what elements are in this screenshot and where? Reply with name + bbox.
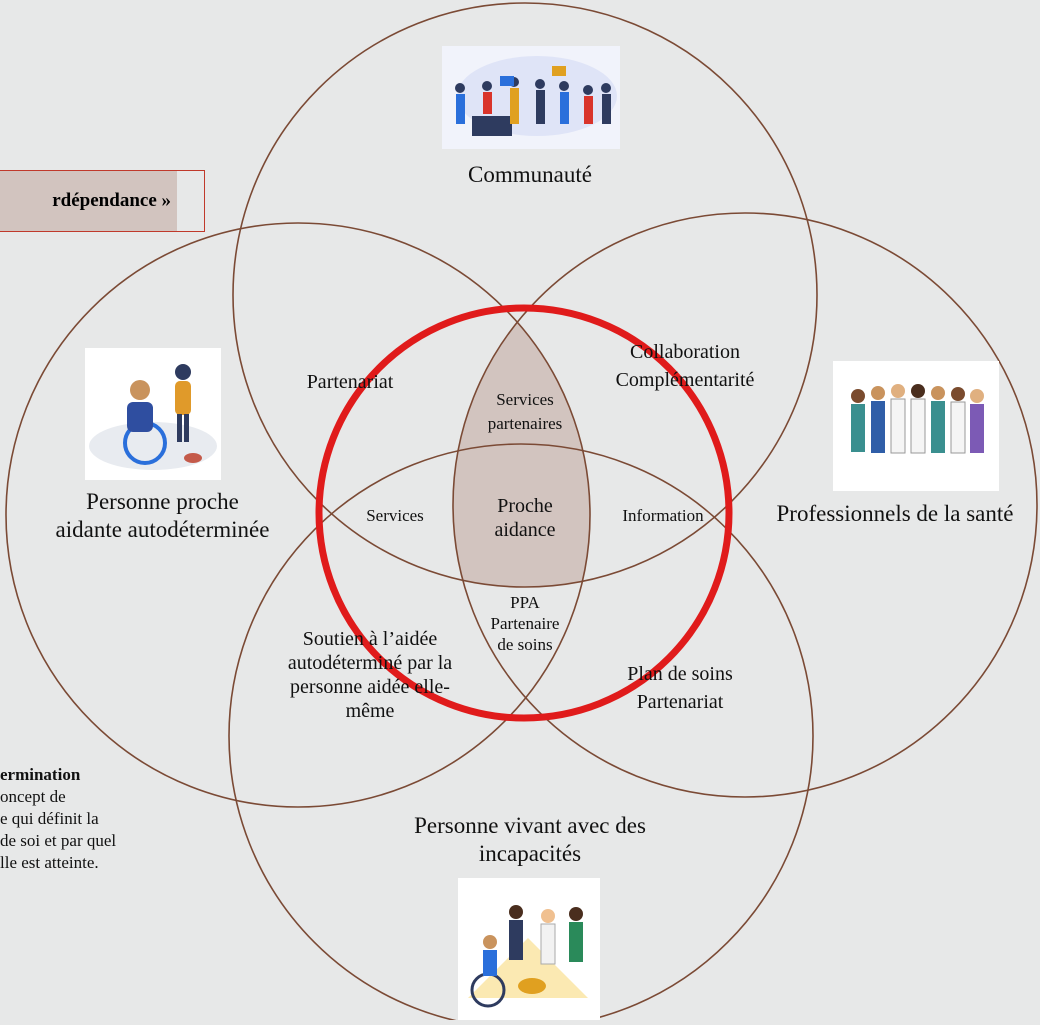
disabilities-label: Personne vivant avec des incapacités <box>414 813 646 866</box>
professionals-label: Professionnels de la santé <box>776 501 1014 526</box>
community-picture <box>442 46 620 149</box>
disabilities-circle <box>228 443 814 1020</box>
partenariat-top-left: Partenariat <box>306 371 394 393</box>
services-partenaires-line2: partenaires <box>487 414 563 433</box>
ppa-line1: PPA <box>510 593 540 612</box>
plan-de-soins-label: Plan de soins <box>627 663 733 685</box>
definition-heading: ermination <box>0 765 81 784</box>
services-partenaires-line1: Services <box>496 390 554 409</box>
complementarite-label: Complémentarité <box>615 369 755 391</box>
partenariat-bottom-right: Partenariat <box>636 691 724 713</box>
soutien-label: Soutien à l’aidée autodéterminé par la p… <box>287 628 453 722</box>
definition-line1: oncept de <box>0 787 66 807</box>
ppa-line3: de soins <box>497 635 553 654</box>
collaboration-label: Collaboration <box>630 341 740 363</box>
caregiver-circle <box>5 222 591 808</box>
community-label: Communauté <box>468 162 592 187</box>
information-label: Information <box>622 506 704 525</box>
community-circle <box>232 2 818 588</box>
concept-callout: rdépendance » <box>0 170 205 232</box>
services-center-left: Services <box>366 506 424 525</box>
definition-line4: lle est atteinte. <box>0 853 99 873</box>
disabilities-picture <box>458 878 600 1020</box>
caregiver-label: Personne proche aidante autodéterminée <box>55 489 270 542</box>
ppa-line2: Partenaire <box>490 614 560 633</box>
definition-line2: e qui définit la <box>0 809 99 829</box>
autodetermination-definition: ermination oncept de e qui définit la de… <box>0 764 116 874</box>
health-professionals-icon <box>851 384 984 454</box>
caregiver-picture <box>85 348 221 480</box>
professionals-circle <box>452 212 1038 798</box>
definition-line3: de soi et par quel <box>0 831 117 851</box>
proche-aidance-label: Proche aidance <box>494 495 556 541</box>
highlight-ring <box>315 304 733 722</box>
wheelchair-caregiver-icon <box>89 364 217 470</box>
callout-title: rdépendance » <box>0 171 177 231</box>
professionals-picture <box>833 361 999 491</box>
people-with-disabilities-icon <box>468 905 588 1008</box>
community-people-icon <box>455 56 617 136</box>
